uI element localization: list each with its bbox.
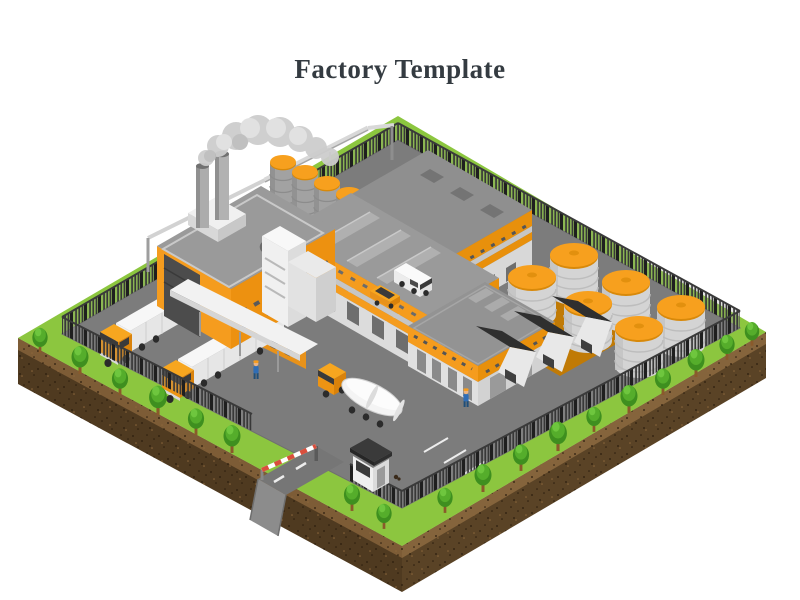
orange-car <box>370 285 400 309</box>
sawtooth-workshops <box>476 296 612 387</box>
chimneys <box>196 150 229 228</box>
chimney-smoke <box>198 115 339 166</box>
tanker-truck <box>318 363 405 428</box>
stair-tower <box>262 226 336 327</box>
delivery-van <box>394 263 432 297</box>
main-factory <box>99 150 336 404</box>
page-title: Factory Template <box>294 54 505 84</box>
ground-soil <box>18 332 766 592</box>
guard-booth <box>350 438 401 492</box>
boom-barrier <box>260 443 318 480</box>
loading-canopy <box>170 279 318 372</box>
entrance-road <box>249 446 344 537</box>
